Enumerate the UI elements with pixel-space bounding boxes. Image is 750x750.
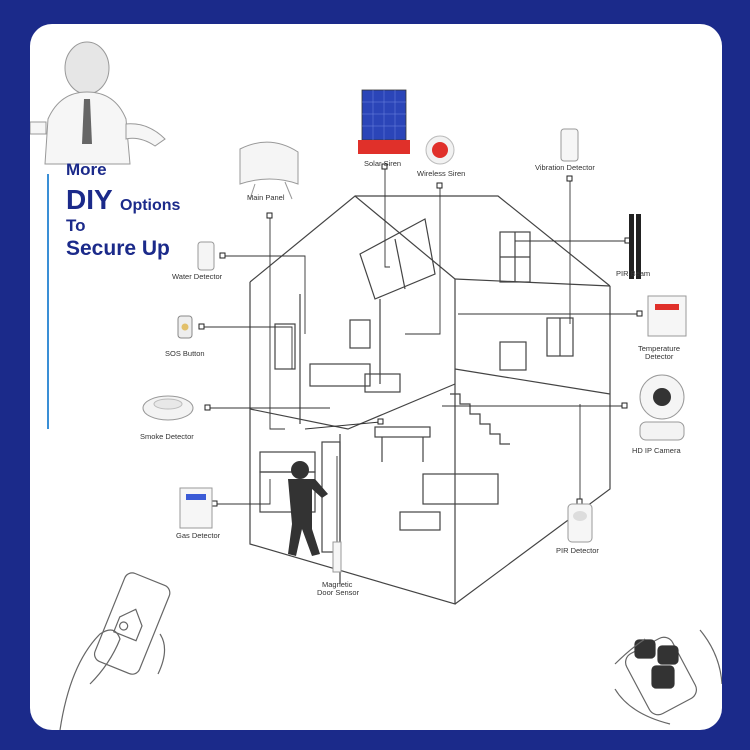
label-water-detector: Water Detector [172, 272, 223, 281]
house-illustration [30, 41, 722, 730]
label-vibration-detector: Vibration Detector [535, 163, 595, 172]
label-sos-button: SOS Button [165, 349, 205, 358]
label-pir-detector: PIR Detector [556, 546, 599, 555]
label-smoke-detector: Smoke Detector [140, 432, 194, 441]
temperature-detector-device [647, 295, 687, 337]
label-wireless-siren: Wireless Siren [417, 169, 466, 178]
house-outline [249, 195, 611, 605]
remote-in-hand [614, 629, 722, 725]
headline-secure-up: Secure Up [66, 237, 170, 260]
label-temperature-detector-1: Temperature [638, 344, 681, 353]
phone-in-hand [59, 572, 171, 730]
water-detector-device [197, 241, 215, 271]
label-pir-beam: PIR Beam [616, 269, 651, 278]
label-temperature-detector-2: Detector [645, 352, 674, 361]
label-magnetic-door-sensor-1: Magnetic [322, 580, 353, 589]
gas-detector-device [179, 487, 213, 529]
mascot-figure [30, 41, 166, 165]
main-panel-device [239, 141, 299, 200]
headline-diy: DIY [66, 184, 113, 215]
label-solar-siren: Solar Siren [364, 159, 402, 168]
label-gas-detector: Gas Detector [176, 531, 221, 540]
label-magnetic-door-sensor-2: Door Sensor [317, 588, 360, 597]
connector-lines [202, 167, 640, 548]
hd-ip-camera-device [639, 374, 685, 441]
sos-button-device [177, 315, 193, 339]
headline-more: More [66, 160, 107, 179]
label-main-panel: Main Panel [247, 193, 285, 202]
accent-bar [47, 174, 49, 429]
label-hd-ip-camera: HD IP Camera [632, 446, 681, 455]
illustration-card: More DIY Options To Secure Up Solar Sire… [30, 24, 722, 730]
headline-to: To [66, 216, 86, 235]
magnetic-door-sensor-device [332, 541, 342, 573]
solar-siren-device [358, 89, 410, 154]
wireless-siren-device [425, 135, 455, 165]
pir-beam-device [629, 214, 641, 279]
pir-detector-device [567, 503, 593, 543]
intruder-silhouette [288, 461, 328, 556]
smoke-detector-device [142, 395, 194, 421]
vibration-detector-device [560, 128, 579, 162]
headline-options: Options [120, 197, 181, 214]
